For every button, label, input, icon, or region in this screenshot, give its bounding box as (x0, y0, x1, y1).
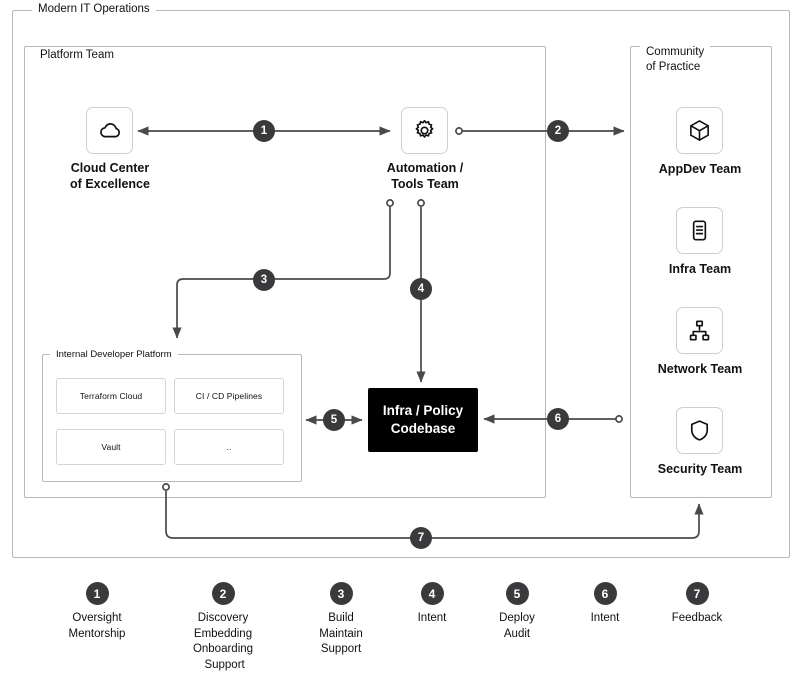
legend: 1 Oversight Mentorship 2 Discovery Embed… (0, 566, 800, 692)
cloud-icon (97, 118, 123, 144)
node-tile-infra-team[interactable] (676, 207, 723, 254)
idp-card-label: CI / CD Pipelines (195, 391, 263, 401)
node-tile-automation-tools-team[interactable] (401, 107, 448, 154)
idp-card-label: .. (226, 442, 232, 452)
connector-badge-2[interactable]: 2 (547, 120, 569, 142)
sitemap-icon (687, 318, 712, 343)
cube-icon (687, 118, 712, 143)
group-label-modern-it-operations: Modern IT Operations (32, 3, 156, 16)
connector-badge-1[interactable]: 1 (253, 120, 275, 142)
legend-badge-2: 2 (211, 582, 235, 605)
infra-policy-codebase-label: Infra / Policy Codebase (382, 403, 464, 436)
node-label-infra-team: Infra Team (668, 262, 732, 276)
infra-policy-codebase-block[interactable]: Infra / Policy Codebase (368, 388, 478, 452)
legend-badge-1: 1 (85, 582, 109, 605)
idp-card-cicd-pipelines[interactable]: CI / CD Pipelines (174, 378, 284, 414)
idp-card-label: Vault (101, 442, 121, 452)
connector-badge-4[interactable]: 4 (410, 278, 432, 300)
legend-text-5: Deploy Audit (499, 612, 535, 640)
node-label-automation-tools-team: Automation / Tools Team (386, 161, 464, 191)
node-label-network-team: Network Team (657, 362, 743, 376)
legend-badge-6: 6 (593, 582, 617, 605)
legend-text-4: Intent (417, 612, 447, 624)
legend-text-2: Discovery Embedding Onboarding Support (192, 612, 254, 671)
idp-card-label: Terraform Cloud (79, 391, 143, 401)
legend-badge-7: 7 (685, 582, 709, 605)
node-tile-cloud-center-of-excellence[interactable] (86, 107, 133, 154)
legend-text-3: Build Maintain Support (319, 612, 363, 655)
legend-text-1: Oversight Mentorship (68, 612, 126, 640)
legend-badge-3: 3 (329, 582, 353, 605)
legend-text-6: Intent (590, 612, 620, 624)
node-tile-network-team[interactable] (676, 307, 723, 354)
group-label-community-text: Community of Practice (646, 46, 705, 73)
legend-item-1: 1 Oversight Mentorship (37, 582, 157, 642)
node-label-cloud-center-of-excellence: Cloud Center of Excellence (70, 161, 150, 191)
idp-card-terraform-cloud[interactable]: Terraform Cloud (56, 378, 166, 414)
idp-card-vault[interactable]: Vault (56, 429, 166, 465)
group-label-platform-team: Platform Team (34, 49, 120, 62)
legend-badge-5: 5 (505, 582, 529, 605)
legend-item-3: 3 Build Maintain Support (281, 582, 401, 658)
legend-item-4: 4 Intent (372, 582, 492, 627)
legend-badge-4: 4 (420, 582, 444, 605)
node-tile-security-team[interactable] (676, 407, 723, 454)
group-frame-modern-it-operations (12, 10, 790, 558)
legend-item-5: 5 Deploy Audit (457, 582, 577, 642)
legend-item-2: 2 Discovery Embedding Onboarding Support (163, 582, 283, 673)
idp-card-more[interactable]: .. (174, 429, 284, 465)
connector-badge-5[interactable]: 5 (323, 409, 345, 431)
node-label-appdev-team: AppDev Team (658, 162, 742, 176)
legend-text-7: Feedback (671, 612, 723, 624)
gear-icon (412, 118, 437, 143)
shield-icon (687, 418, 712, 443)
node-tile-appdev-team[interactable] (676, 107, 723, 154)
connector-badge-6[interactable]: 6 (547, 408, 569, 430)
legend-item-6: 6 Intent (545, 582, 665, 627)
document-icon (687, 218, 712, 243)
connector-badge-7[interactable]: 7 (410, 527, 432, 549)
group-label-community-of-practice: Community of Practice (640, 45, 711, 75)
connector-badge-3[interactable]: 3 (253, 269, 275, 291)
node-label-security-team: Security Team (657, 462, 743, 476)
group-label-internal-developer-platform: Internal Developer Platform (50, 349, 178, 360)
legend-item-7: 7 Feedback (637, 582, 757, 627)
